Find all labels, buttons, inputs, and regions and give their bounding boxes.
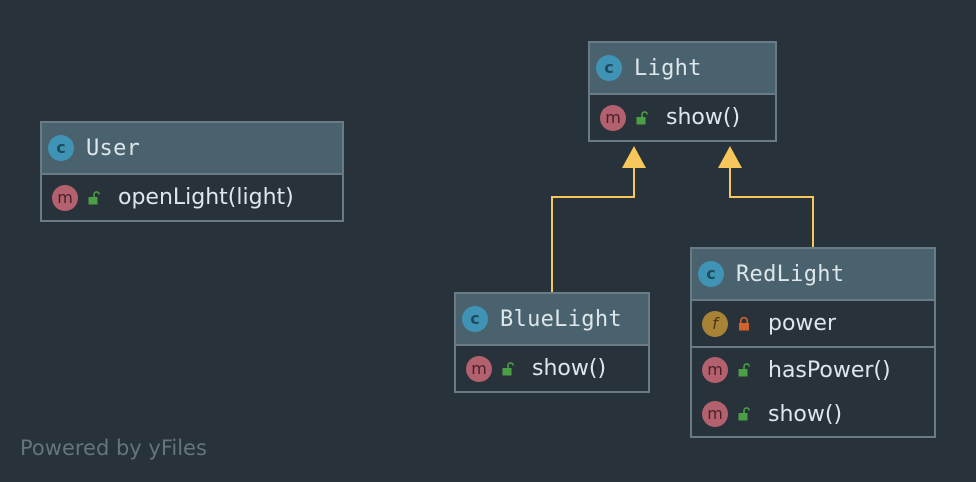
- method-badge-icon: m: [466, 355, 492, 382]
- class-name: RedLight: [736, 261, 845, 287]
- class-header: c Light: [590, 43, 775, 95]
- member-label: hasPower(): [768, 357, 891, 383]
- class-bluelight[interactable]: c BlueLight m show(): [454, 292, 650, 393]
- inheritance-arrowhead-icon: [718, 146, 742, 168]
- member-row: m show(): [590, 95, 775, 140]
- method-badge-icon: m: [52, 184, 78, 211]
- public-lock-icon: [88, 190, 100, 204]
- class-header: c RedLight: [692, 249, 934, 301]
- method-badge-icon: m: [702, 357, 728, 383]
- method-badge-icon: m: [702, 401, 728, 427]
- member-label: show(): [666, 105, 741, 130]
- member-row: m show(): [692, 392, 934, 436]
- class-user[interactable]: c User m openLight(light): [40, 121, 344, 222]
- method-badge-icon: m: [600, 104, 626, 131]
- edge-bluelight-to-light: [551, 168, 635, 292]
- class-header: c User: [42, 123, 342, 175]
- field-badge-icon: f: [702, 310, 728, 337]
- public-lock-icon: [738, 407, 750, 421]
- class-header: c BlueLight: [456, 294, 648, 346]
- class-light[interactable]: c Light m show(): [588, 41, 777, 142]
- member-label: power: [768, 311, 836, 336]
- member-row: m openLight(light): [42, 175, 342, 220]
- member-label: openLight(light): [118, 185, 294, 210]
- member-label: show(): [532, 356, 607, 381]
- class-redlight[interactable]: c RedLight f power m hasPower() m show(): [690, 247, 936, 438]
- powered-by-label: Powered by yFiles: [20, 436, 207, 460]
- class-badge-icon: c: [48, 135, 74, 161]
- class-badge-icon: c: [462, 306, 488, 332]
- member-row: m show(): [456, 346, 648, 391]
- class-badge-icon: c: [596, 55, 622, 81]
- inheritance-arrowhead-icon: [622, 146, 646, 168]
- public-lock-icon: [636, 110, 648, 124]
- member-row: m hasPower(): [692, 346, 934, 392]
- class-name: BlueLight: [500, 306, 622, 332]
- class-badge-icon: c: [698, 261, 724, 287]
- edge-redlight-to-light: [729, 168, 814, 247]
- private-lock-icon: [739, 316, 749, 330]
- class-name: Light: [634, 55, 702, 81]
- member-label: show(): [768, 401, 843, 427]
- member-row: f power: [692, 301, 934, 346]
- class-name: User: [86, 135, 141, 161]
- public-lock-icon: [502, 361, 514, 375]
- public-lock-icon: [738, 363, 750, 377]
